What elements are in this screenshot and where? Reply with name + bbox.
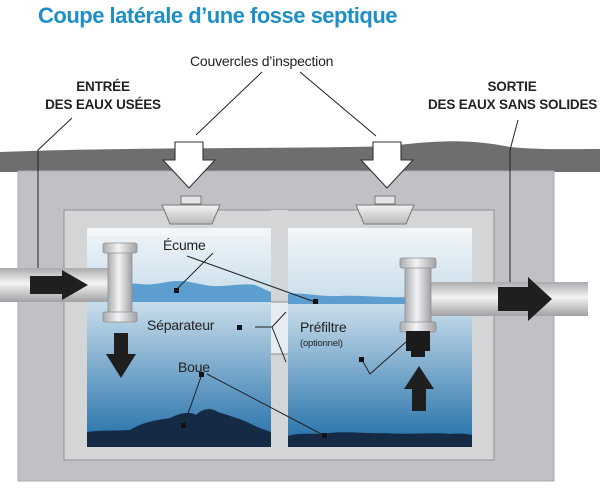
inspection-covers-label: Couvercles d’inspection	[190, 53, 334, 69]
inlet-label-line2: DES EAUX USÉES	[45, 97, 161, 112]
inlet-label-line1: ENTRÉE	[76, 79, 130, 94]
sludge-label: Boue	[178, 359, 210, 375]
outlet-tee-pipe	[404, 258, 432, 332]
leader-dots	[174, 288, 364, 438]
sludge-right	[288, 432, 472, 447]
inlet-flow-arrow	[30, 270, 88, 300]
ground-surface	[0, 141, 600, 172]
outlet-label: SORTIE DES EAUX SANS SOLIDES	[428, 78, 598, 114]
inlet-tee-pipe	[107, 243, 133, 321]
down-arrow	[106, 333, 136, 378]
outlet-label-line1: SORTIE	[487, 79, 537, 94]
prefilter-note: (optionnel)	[300, 338, 343, 349]
sludge-left	[87, 409, 271, 447]
inspection-cover-right	[355, 195, 415, 225]
separator-label: Séparateur	[147, 317, 215, 333]
prefilter-label: Préfiltre	[300, 319, 347, 335]
inspection-arrow-right	[359, 141, 415, 189]
scum-label: Écume	[163, 237, 206, 253]
inspection-arrow-left	[161, 141, 217, 189]
leader-lines	[37, 71, 519, 437]
inspection-cover-left	[161, 195, 221, 225]
outlet-label-line2: DES EAUX SANS SOLIDES	[428, 97, 598, 112]
diagram-title: Coupe latérale d’une fosse septique	[38, 3, 398, 28]
inlet-label: ENTRÉE DES EAUX USÉES	[38, 78, 168, 114]
prefilter	[406, 331, 430, 351]
outlet-flow-arrow	[498, 277, 552, 321]
up-arrow	[404, 366, 434, 411]
compartment-right-water	[288, 228, 472, 447]
